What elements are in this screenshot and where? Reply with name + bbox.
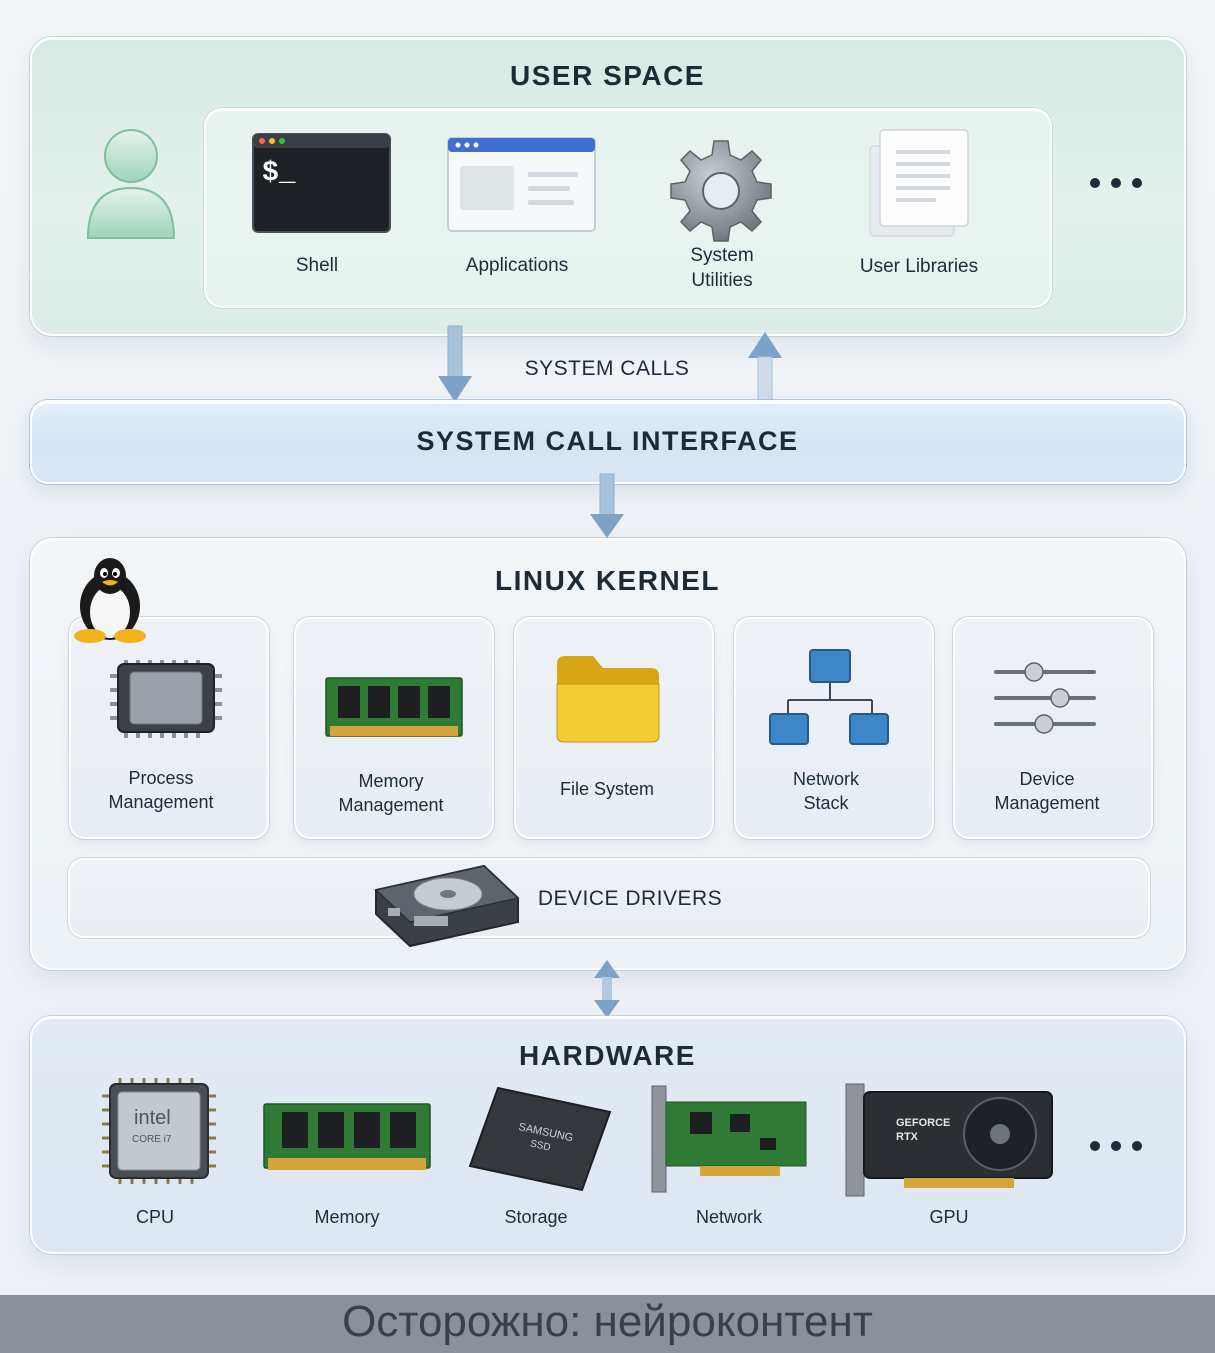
footer-banner: Осторожно: нейроконтент (0, 1295, 1215, 1353)
device-management-card[interactable] (953, 617, 1153, 839)
network-label: Network (695, 1207, 762, 1227)
ssd-drive-icon: SAMSUNG SSD (468, 1086, 612, 1192)
tux-penguin-icon (74, 558, 146, 643)
gpu-card-icon: GEFORCE RTX (845, 1083, 1053, 1197)
system-calls-label: SYSTEM CALLS (524, 357, 690, 380)
process-management-label: Process Management (108, 768, 214, 812)
svg-text:$_: $_ (262, 158, 296, 189)
gear-icon[interactable] (670, 140, 772, 242)
gpu-model-text: RTX (896, 1131, 919, 1143)
more-dots-icon[interactable] (1090, 1141, 1142, 1151)
linux-kernel-title: LINUX KERNEL (495, 565, 720, 596)
memory-module-icon (263, 1103, 431, 1170)
sliders-icon (994, 662, 1096, 734)
bidirectional-arrow-icon (594, 960, 620, 1018)
memory-module-icon (325, 677, 463, 737)
device-drivers-label: DEVICE DRIVERS (537, 887, 723, 910)
hardware-title: HARDWARE (519, 1040, 696, 1071)
device-management-label: Device Management (994, 769, 1100, 813)
shell-label: Shell (295, 255, 339, 276)
storage-label: Storage (504, 1207, 568, 1227)
intel-cpu-icon: intel CORE i7 (102, 1078, 216, 1184)
application-window-icon[interactable] (447, 137, 596, 233)
cpu-chip-icon (110, 660, 222, 738)
applications-label: Applications (465, 255, 569, 276)
down-arrow-icon (438, 325, 472, 402)
down-arrow-icon (590, 473, 624, 538)
cpu-brand-text: intel (134, 1107, 171, 1129)
network-stack-label: Network Stack (792, 769, 859, 813)
system-call-interface-title: SYSTEM CALL INTERFACE (416, 426, 799, 456)
cpu-model-text: CORE i7 (132, 1134, 172, 1145)
folder-icon (556, 656, 660, 743)
user-space-title: USER SPACE (510, 60, 705, 91)
file-system-label: File System (559, 779, 655, 799)
system-call-interface-bar (30, 400, 1186, 484)
document-stack-icon[interactable] (868, 128, 972, 238)
gpu-brand-text: GEFORCE (896, 1117, 950, 1129)
file-system-card[interactable] (514, 617, 714, 839)
memory-management-label: Memory Management (338, 771, 444, 815)
system-utilities-label: System Utilities (690, 245, 754, 291)
gpu-label: GPU (929, 1207, 969, 1227)
cpu-label: CPU (135, 1207, 174, 1227)
network-card-icon (651, 1085, 807, 1193)
device-drivers-bar[interactable] (68, 858, 1150, 938)
network-topology-icon (769, 649, 889, 745)
user-libraries-label: User Libraries (859, 256, 979, 277)
user-icon (86, 129, 176, 239)
hard-drive-icon (374, 864, 520, 948)
up-arrow-icon (748, 332, 782, 410)
ssd-type-text: SSD (529, 1138, 551, 1153)
memory-label: Memory (314, 1207, 380, 1227)
more-dots-icon[interactable] (1090, 178, 1142, 188)
terminal-icon[interactable]: $_ (252, 133, 391, 234)
